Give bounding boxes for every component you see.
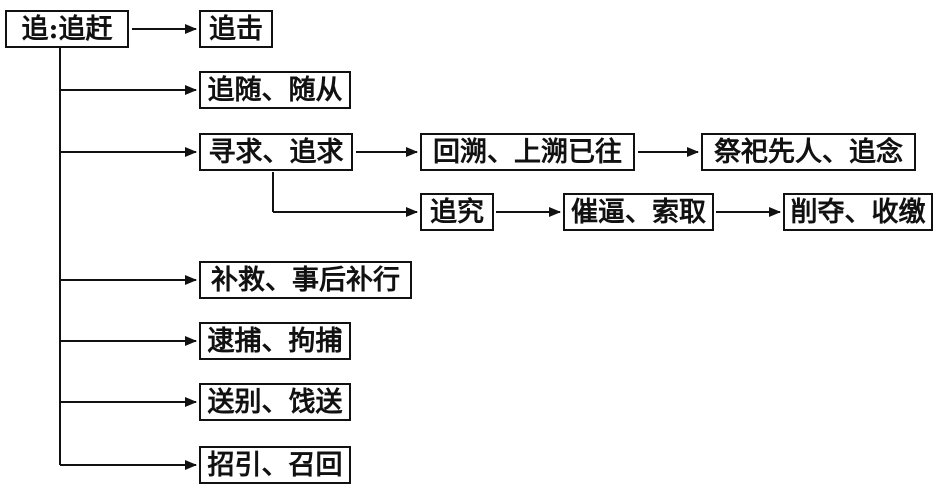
node-farewell: 送别、饯送 bbox=[199, 383, 351, 421]
node-investigate: 追究 bbox=[420, 193, 494, 231]
node-pursue-attack: 追击 bbox=[199, 10, 273, 48]
node-sacrifice-remember: 祭祀先人、追念 bbox=[701, 133, 916, 171]
node-remedy: 补救、事后补行 bbox=[199, 261, 412, 299]
node-seek: 寻求、追求 bbox=[199, 133, 353, 171]
node-trace-back: 回溯、上溯已往 bbox=[420, 133, 635, 171]
node-root: 追:追赶 bbox=[5, 10, 129, 48]
node-arrest: 逮捕、拘捕 bbox=[199, 322, 351, 360]
node-follow: 追随、随从 bbox=[199, 71, 351, 109]
node-press-demand: 催逼、索取 bbox=[563, 193, 714, 231]
node-confiscate: 削夺、收缴 bbox=[783, 193, 933, 231]
node-recall: 招引、召回 bbox=[199, 446, 351, 484]
